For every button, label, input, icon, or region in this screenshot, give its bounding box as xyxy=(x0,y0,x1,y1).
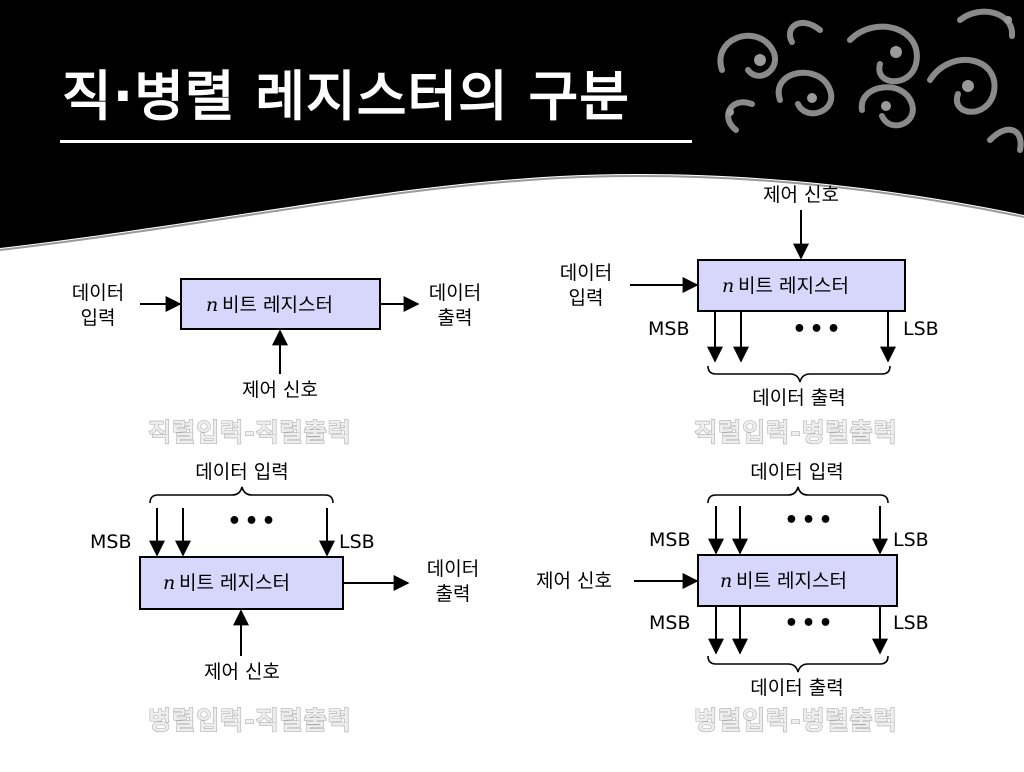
swirl-ornament xyxy=(717,8,1024,153)
pipo-lsb-label-bottom: LSB xyxy=(893,612,929,634)
title-underline xyxy=(60,140,692,143)
piso-input-group-label: 데이터 입력 xyxy=(195,461,288,483)
piso-control-label: 제어 신호 xyxy=(204,661,280,683)
pipo-input-brace xyxy=(707,486,889,504)
pipo-dots-top: ••• xyxy=(784,508,835,533)
piso-lsb-label: LSB xyxy=(339,531,375,553)
sipo-register-box xyxy=(697,259,906,312)
pipo-lsb-label-top: LSB xyxy=(893,529,929,551)
sipo-output-group-label: 데이터 출력 xyxy=(752,387,845,409)
diagram-piso: 데이터 입력 ••• MSB LSB n 비트 레지스터 데이터 출력 제어 신… xyxy=(90,461,479,736)
sipo-msb-label: MSB xyxy=(648,318,690,340)
piso-dots: ••• xyxy=(227,509,278,534)
pipo-output-brace xyxy=(707,655,889,673)
header-band xyxy=(0,0,1024,248)
swirl-dots xyxy=(726,16,1012,116)
sipo-register-var: n xyxy=(722,275,734,297)
sipo-register-label: 비트 레지스터 xyxy=(738,275,849,297)
piso-register-label: 비트 레지스터 xyxy=(179,572,290,594)
header-wave-highlight xyxy=(0,175,1024,251)
slide-title: 직·병렬 레지스터의 구분 xyxy=(62,65,630,128)
piso-input-brace xyxy=(149,486,334,504)
pipo-caption: 병렬입력-병렬출력 xyxy=(694,706,897,735)
pipo-msb-label-top: MSB xyxy=(649,529,691,551)
sipo-output-brace xyxy=(707,365,891,383)
pipo-register-box xyxy=(697,554,898,607)
diagram-sipo: 제어 신호 데이터 입력 n 비트 레지스터 MSB LSB ••• 데이터 출… xyxy=(560,184,939,448)
pipo-register-var: n xyxy=(720,570,732,592)
siso-output-label-1: 데이터 xyxy=(429,282,481,304)
siso-output-label-2: 출력 xyxy=(438,307,473,329)
diagram-pipo: 데이터 입력 ••• MSB LSB 제어 신호 n 비트 레지스터 ••• M… xyxy=(536,461,929,736)
diagram-siso: 데이터 입력 n 비트 레지스터 데이터 출력 제어 신호 직렬입력-직렬출력 xyxy=(72,278,481,448)
pipo-dots-bottom: ••• xyxy=(784,611,835,636)
piso-msb-label: MSB xyxy=(90,531,132,553)
siso-register-var: n xyxy=(206,294,218,316)
sipo-caption: 직렬입력-병렬출력 xyxy=(694,418,897,447)
siso-input-label-1: 데이터 xyxy=(72,282,124,304)
sipo-input-label-1: 데이터 xyxy=(560,262,612,284)
piso-output-label-1: 데이터 xyxy=(427,558,479,580)
pipo-msb-label-bottom: MSB xyxy=(649,612,691,634)
pipo-register-label: 비트 레지스터 xyxy=(736,570,847,592)
sipo-lsb-label: LSB xyxy=(903,318,939,340)
siso-register-label: 비트 레지스터 xyxy=(222,294,333,316)
pipo-output-group-label: 데이터 출력 xyxy=(750,677,843,699)
sipo-input-label-2: 입력 xyxy=(569,287,604,309)
sipo-control-label: 제어 신호 xyxy=(763,184,839,206)
siso-input-label-2: 입력 xyxy=(81,307,116,329)
pipo-input-group-label: 데이터 입력 xyxy=(750,461,843,483)
siso-caption: 직렬입력-직렬출력 xyxy=(148,418,351,447)
piso-caption: 병렬입력-직렬출력 xyxy=(148,706,351,735)
siso-control-label: 제어 신호 xyxy=(242,379,318,401)
piso-output-label-2: 출력 xyxy=(436,583,471,605)
pipo-control-label: 제어 신호 xyxy=(536,570,612,592)
siso-register-box xyxy=(180,278,381,330)
piso-register-var: n xyxy=(163,572,175,594)
sipo-dots: ••• xyxy=(792,317,843,342)
